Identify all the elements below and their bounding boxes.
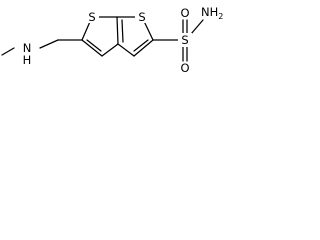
mask-s4 [135, 9, 149, 23]
bond-c3-c2 [81, 39, 103, 57]
atom-labels: N H S S S O O NH2 [23, 5, 224, 75]
bond-c6a-c3a-double [121, 19, 124, 43]
mask-s-sulfonyl [178, 33, 192, 47]
mask-s1 [85, 9, 99, 23]
bond-s-nh2 [190, 19, 204, 35]
bonds [1, 16, 204, 62]
bond-c5-c6-double [133, 39, 149, 52]
molecule-structure-diagram: N H S S S O O NH2 [1, 5, 224, 75]
atom-nh2-label: NH [201, 5, 218, 19]
atom-s-sulfonyl: S [181, 33, 188, 47]
atom-s-ring-left: S [88, 10, 95, 24]
bond-c3-c2-double [86, 39, 102, 52]
bond-n-ch2 [39, 39, 59, 49]
bond-methyl-n [1, 47, 15, 56]
atom-n-amine-h: H [23, 53, 32, 67]
atom-nh2-subscript: 2 [218, 12, 223, 21]
atom-nh2: NH2 [201, 5, 223, 21]
atom-n-amine: N [23, 41, 32, 55]
atom-o-bottom: O [180, 61, 189, 75]
bond-c5-c6 [133, 39, 154, 57]
atom-o-top: O [180, 6, 189, 20]
bond-c6a-c3a [116, 16, 119, 45]
atom-s-ring-right: S [138, 10, 145, 24]
bond-c6-c3a [117, 43, 135, 57]
bond-c3a-c3 [101, 43, 119, 57]
